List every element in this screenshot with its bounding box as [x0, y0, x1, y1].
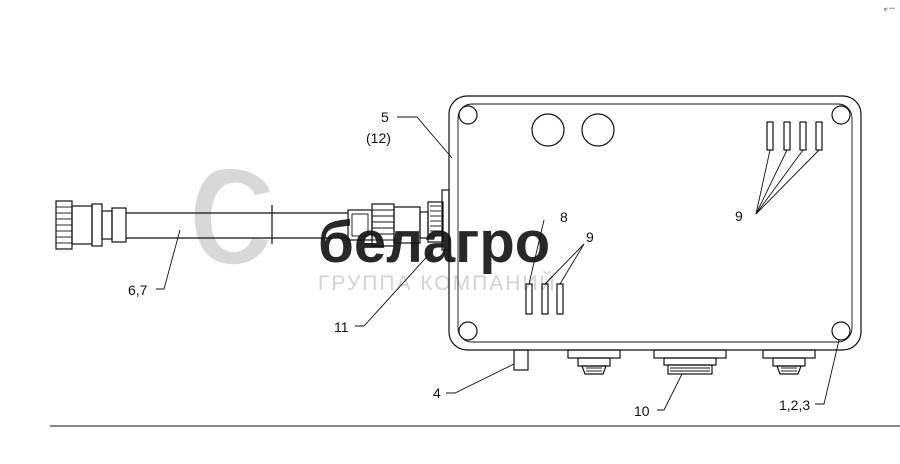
control-box: [427, 95, 862, 375]
corner-mark: дⁿ ⁿⁿⁿⁿ: [884, 6, 895, 11]
indicator-right: [581, 113, 615, 147]
plug-left: [55, 200, 127, 250]
callout-8: 8: [560, 209, 568, 225]
bottom-connector-2: [653, 349, 727, 375]
callout-4: 4: [433, 385, 441, 401]
corner-hole-top-left: [458, 105, 478, 125]
callout-9-left: 9: [586, 229, 594, 245]
callout-labels: 5 (12) 9 8 9 6,7 11 4 10 1,2,3: [128, 109, 810, 419]
bottom-connector-3: [762, 349, 816, 375]
cable-assembly: [55, 200, 429, 250]
callout-9-right: 9: [735, 208, 743, 224]
bottom-stub: [513, 349, 529, 371]
watermark-subtitle: ГРУППА КОМПАНИЙ: [318, 271, 557, 295]
cable-gland-left: [427, 189, 450, 251]
slot-group-top-right: [766, 121, 823, 151]
callout-5: 5: [381, 109, 389, 125]
callout-10: 10: [634, 403, 650, 419]
callout-1-2-3: 1,2,3: [779, 397, 810, 413]
callout-6-7: 6,7: [128, 282, 148, 298]
callout-12: (12): [366, 130, 391, 146]
box-inner: [457, 103, 853, 343]
plug-right: [347, 203, 429, 247]
indicator-left: [531, 113, 565, 147]
watermark: белагро ГРУППА КОМПАНИЙ: [194, 169, 557, 295]
corner-hole-bottom-left: [458, 321, 478, 341]
corner-hole-bottom-right: [831, 321, 851, 341]
corner-hole-top-right: [831, 105, 851, 125]
callout-11: 11: [334, 319, 349, 335]
bottom-connector-1: [567, 349, 621, 375]
leader-lines: [156, 116, 840, 411]
